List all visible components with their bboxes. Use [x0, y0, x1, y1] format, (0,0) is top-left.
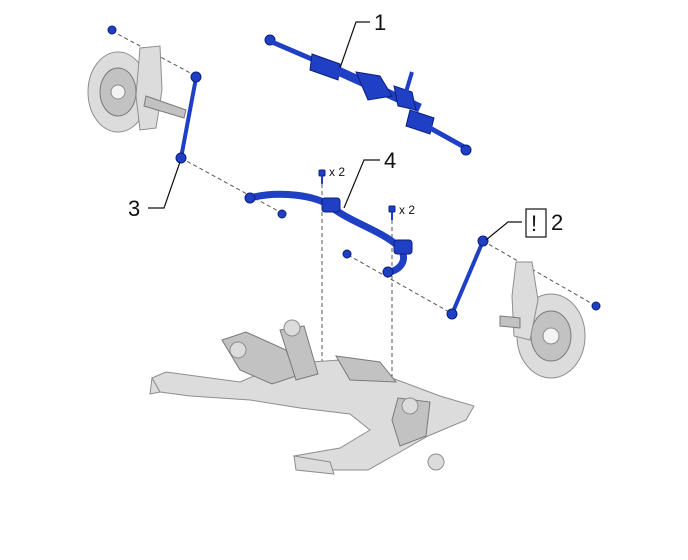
callout-leaders: [148, 21, 522, 241]
steering-gear-assembly: [264, 34, 472, 156]
bolt-icon: [318, 169, 326, 184]
nut-icon: [342, 249, 352, 259]
quantity-label-bushing-bolt-right: x 2: [399, 203, 415, 217]
left-steering-knuckle: [87, 45, 187, 133]
stabilizer-bar: [244, 190, 413, 278]
nut-icon: [591, 301, 601, 311]
callout-steering-gear: 1: [374, 10, 386, 35]
fasteners: [107, 25, 601, 311]
assembly-guide-lines: [111, 30, 597, 412]
quantity-label-bushing-bolt-left: x 2: [329, 165, 345, 179]
callout-stabilizer-link-lh: 3: [128, 196, 140, 221]
bolt-icon: [388, 205, 396, 220]
stabilizer-link-lh: [175, 71, 202, 164]
callout-stabilizer-bar: 4: [384, 148, 396, 173]
front-suspension-crossmember: [149, 319, 475, 475]
nut-icon: [277, 209, 287, 219]
stabilizer-link-rh: [446, 235, 489, 320]
notice-icon: !: [525, 208, 547, 238]
callout-stabilizer-link-rh: 2: [551, 210, 563, 235]
notice-symbol: !: [531, 211, 537, 236]
right-steering-knuckle: [499, 261, 586, 379]
nut-icon: [107, 25, 117, 35]
